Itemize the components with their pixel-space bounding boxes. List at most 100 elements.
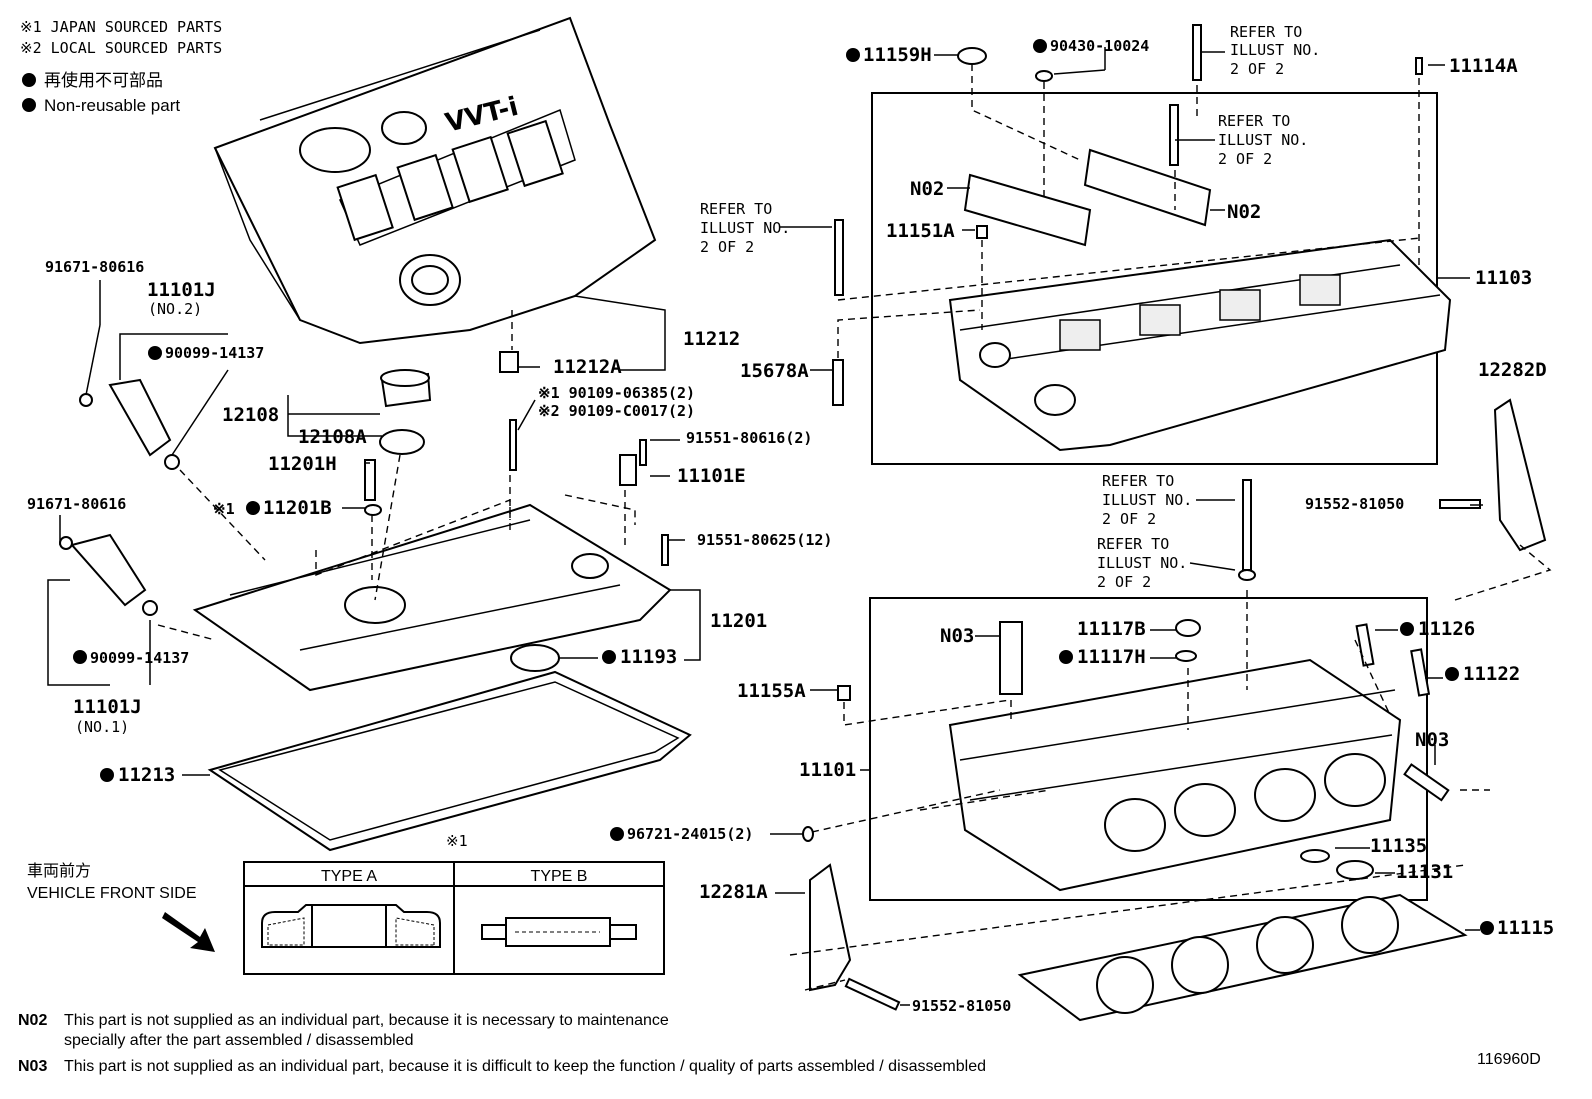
note-code-N03: N03	[1415, 729, 1449, 751]
legend-japan: ※1 JAPAN SOURCED PARTS	[20, 18, 222, 36]
legend-non-reusable-jp: 再使用不可部品	[44, 70, 163, 90]
refer-note-line3: 2 OF 2	[1102, 510, 1156, 528]
refer-note-line3: 2 OF 2	[1097, 573, 1151, 591]
part-11103: 11103	[1475, 267, 1532, 289]
part-11101J-no1: (NO.1)	[75, 718, 129, 736]
type-a-seal-icon	[261, 904, 441, 948]
diagram-id: 116960D	[1477, 1051, 1541, 1068]
cylinder-head	[948, 658, 1402, 892]
refer-note-line1: REFER TO	[1102, 472, 1174, 490]
footnote-N02-code: N02	[18, 1012, 47, 1029]
toyota-logo-icon	[381, 111, 427, 145]
vehicle-front-en: VEHICLE FRONT SIDE	[27, 885, 197, 902]
part-11114A: 11114A	[1449, 55, 1518, 77]
front-arrow-icon	[162, 912, 215, 952]
part-91552-81050: 91552-81050	[912, 997, 1011, 1015]
part-labels: 11159H 90430-10024 REFER TO ILLUST NO. 2…	[27, 23, 1554, 1015]
refer-note-line2: ILLUST NO.	[1102, 491, 1192, 509]
part-11212A: 11212A	[553, 356, 622, 378]
part-91551-80625: 91551-80625(12)	[697, 531, 832, 549]
refer-note-line1: REFER TO	[1230, 23, 1302, 41]
part-90109-C0017: ※2 90109-C0017(2)	[538, 402, 695, 420]
part-91671-80616: 91671-80616	[27, 495, 126, 513]
part-11135: 11135	[1370, 835, 1427, 857]
part-15678A: 15678A	[740, 360, 809, 382]
part-91552-81050: 91552-81050	[1305, 495, 1404, 513]
non-reusable-dot-icon	[1059, 650, 1073, 664]
part-12108A: 12108A	[298, 426, 367, 448]
part-11213: 11213	[118, 764, 175, 786]
camshaft-housing	[948, 238, 1452, 452]
non-reusable-dot-icon	[846, 48, 860, 62]
part-11122: 11122	[1463, 663, 1520, 685]
refer-note-line1: REFER TO	[1097, 535, 1169, 553]
type-b-header: TYPE B	[531, 868, 588, 885]
note-code-N02: N02	[1227, 201, 1261, 223]
part-90430-10024: 90430-10024	[1050, 37, 1149, 55]
non-reusable-dot-icon	[1445, 667, 1459, 681]
part-11117H: 11117H	[1077, 646, 1146, 668]
non-reusable-dot-icon	[148, 346, 162, 360]
head-gasket	[1017, 893, 1468, 1022]
non-reusable-dot-icon	[22, 73, 36, 87]
part-90109-06385: ※1 90109-06385(2)	[538, 384, 695, 402]
head-cover-gasket	[207, 670, 692, 852]
non-reusable-dot-icon	[73, 650, 87, 664]
footnote-N02-line2: specially after the part assembled / dis…	[64, 1032, 414, 1049]
legend-local: ※2 LOCAL SOURCED PARTS	[20, 39, 222, 57]
engine-cover: VVT-i	[213, 16, 657, 345]
type-table: ※1 TYPE A TYPE B	[243, 832, 665, 975]
footnote-N03-line1: This part is not supplied as an individu…	[64, 1058, 986, 1075]
part-11155A: 11155A	[737, 680, 806, 702]
part-11159H: 11159H	[863, 44, 932, 66]
non-reusable-dot-icon	[1480, 921, 1494, 935]
part-91671-80616: 91671-80616	[45, 258, 144, 276]
part-12108: 12108	[222, 404, 279, 426]
non-reusable-dot-icon	[246, 501, 260, 515]
refer-note-line1: REFER TO	[1218, 112, 1290, 130]
cam-bearing-caps	[963, 148, 1212, 247]
type-a-header: TYPE A	[321, 868, 377, 885]
legend: ※1 JAPAN SOURCED PARTS ※2 LOCAL SOURCED …	[20, 18, 222, 115]
cylinder-head-box	[869, 597, 1428, 901]
note-code-N02: N02	[910, 178, 944, 200]
part-11201: 11201	[710, 610, 767, 632]
refer-note-line3: 2 OF 2	[700, 238, 754, 256]
part-11201B: 11201B	[263, 497, 332, 519]
part-11101E: 11101E	[677, 465, 746, 487]
note-code-N03: N03	[940, 625, 974, 647]
part-12281A: 12281A	[699, 881, 768, 903]
type-b-pin-icon	[481, 917, 637, 947]
refer-note-line1: REFER TO	[700, 200, 772, 218]
part-11193: 11193	[620, 646, 677, 668]
part-11101J-no2: (NO.2)	[148, 300, 202, 318]
non-reusable-dot-icon	[602, 650, 616, 664]
part-96721-24015: 96721-24015(2)	[627, 825, 753, 843]
part-11131: 11131	[1396, 861, 1453, 883]
part-11126: 11126	[1418, 618, 1475, 640]
small-parts	[59, 24, 1547, 1011]
non-reusable-dot-icon	[22, 98, 36, 112]
non-reusable-dot-icon	[100, 768, 114, 782]
vehicle-front-jp: 車両前方	[27, 862, 91, 880]
part-12282D: 12282D	[1478, 359, 1547, 381]
part-90099-14137: 90099-14137	[90, 649, 189, 667]
non-reusable-dot-icon	[1400, 622, 1414, 636]
type-table-mark: ※1	[446, 832, 468, 850]
part-11201H: 11201H	[268, 453, 337, 475]
footnotes: N02 This part is not supplied as an indi…	[18, 1012, 1541, 1075]
legend-non-reusable-en: Non-reusable part	[44, 96, 180, 115]
part-11101J: 11101J	[73, 696, 142, 718]
part-90099-14137: 90099-14137	[165, 344, 264, 362]
refer-note-line2: ILLUST NO.	[700, 219, 790, 237]
dashed-alignment-lines	[157, 64, 1552, 991]
refer-note-line2: ILLUST NO.	[1097, 554, 1187, 572]
part-11212: 11212	[683, 328, 740, 350]
part-11151A: 11151A	[886, 220, 955, 242]
leader-lines	[47, 47, 1483, 1006]
refer-note-line2: ILLUST NO.	[1218, 131, 1308, 149]
footnote-N02-line1: This part is not supplied as an individu…	[64, 1012, 669, 1029]
refer-note-line2: ILLUST NO.	[1230, 41, 1320, 59]
part-11117B: 11117B	[1077, 618, 1146, 640]
